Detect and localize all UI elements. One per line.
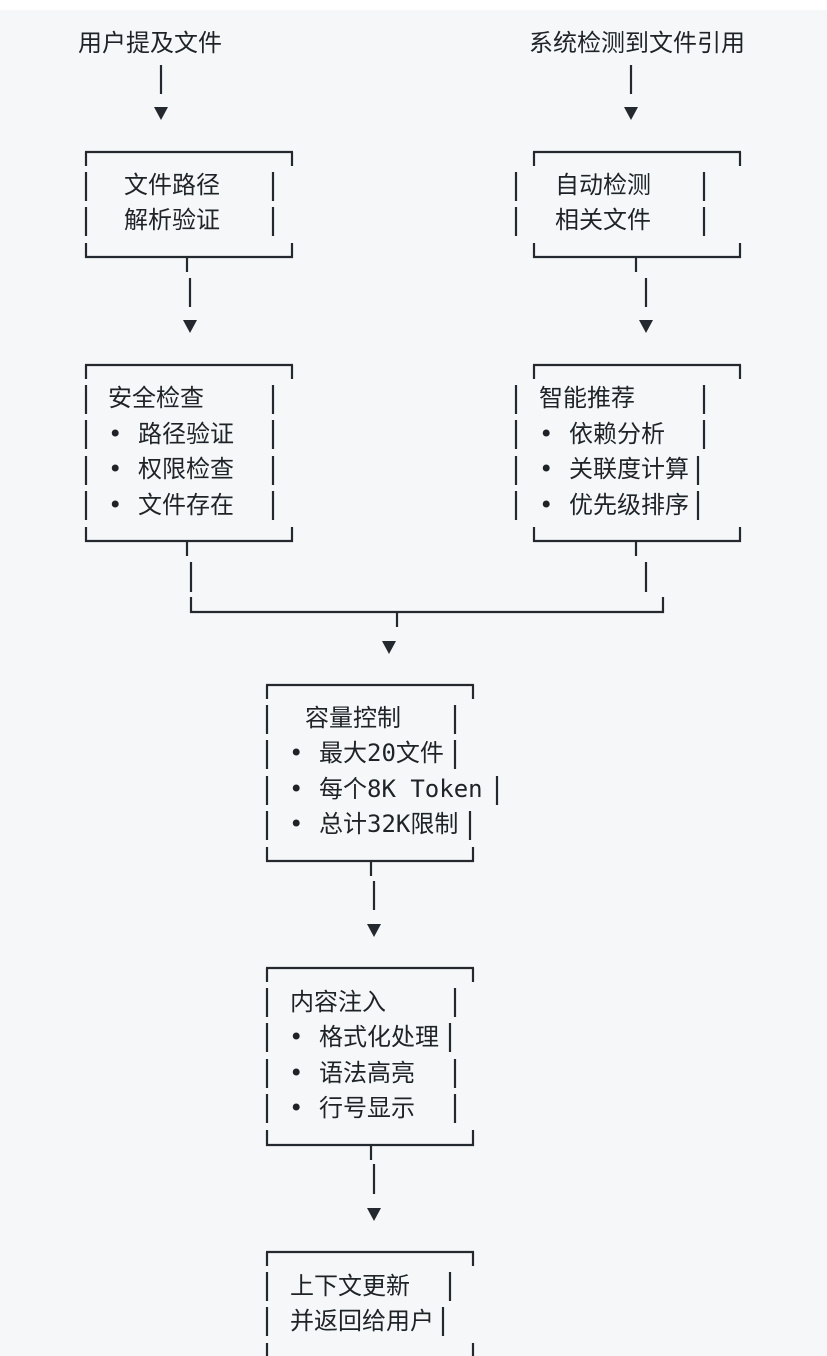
- arrow-down-icon: [183, 320, 197, 333]
- bullet-icon: •: [289, 810, 304, 838]
- list-item: •关联度计算: [539, 455, 689, 483]
- list-item: •总计32K限制: [289, 810, 459, 838]
- arrow-down-icon: [367, 1208, 381, 1221]
- node-parse-line: 解析验证: [124, 206, 220, 234]
- node-recommend-title: 智能推荐: [539, 384, 635, 412]
- list-item: •行号显示: [289, 1094, 415, 1122]
- node-autodetect-line: 自动检测: [555, 171, 651, 199]
- box-inject-border: [265, 966, 475, 1160]
- source-system-detect: 系统检测到文件引用: [529, 29, 745, 57]
- arrow-down-icon: [367, 924, 381, 937]
- arrow-down-icon: [154, 107, 168, 120]
- box-security-border: [84, 363, 294, 556]
- list-item: •依赖分析: [539, 420, 665, 448]
- bullet-icon: •: [289, 1094, 304, 1122]
- list-item: •最大20文件: [289, 739, 444, 767]
- bullet-icon: •: [289, 775, 304, 803]
- node-update-line: 上下文更新: [290, 1272, 410, 1300]
- box-update-border: [265, 1250, 475, 1356]
- list-item: •优先级排序: [539, 491, 689, 519]
- list-item: •路径验证: [108, 420, 234, 448]
- bullet-icon: •: [539, 491, 554, 519]
- merge-connector: [189, 562, 665, 627]
- bullet-icon: •: [289, 1023, 304, 1051]
- list-item: •每个8K Token: [289, 775, 483, 803]
- list-item: •格式化处理: [289, 1023, 439, 1051]
- node-update-line: 并返回给用户: [290, 1307, 434, 1335]
- arrow-down-icon: [639, 320, 653, 333]
- bullet-icon: •: [108, 455, 123, 483]
- box-recommend-border: [514, 363, 742, 556]
- box-autodetect-border: [514, 150, 742, 272]
- source-user-mention: 用户提及文件: [78, 29, 222, 57]
- node-security-title: 安全检查: [108, 384, 204, 412]
- list-item: •文件存在: [108, 491, 234, 519]
- node-autodetect-line: 相关文件: [555, 206, 651, 234]
- box-capacity-border: [265, 683, 499, 876]
- node-capacity-title: 容量控制: [305, 704, 401, 732]
- diagram-background: [0, 10, 827, 1356]
- box-parse-border: [84, 150, 294, 272]
- node-inject-title: 内容注入: [290, 988, 386, 1016]
- arrow-down-icon: [382, 641, 396, 654]
- bullet-icon: •: [289, 1059, 304, 1087]
- bullet-icon: •: [539, 420, 554, 448]
- arrow-down-icon: [624, 107, 638, 120]
- node-parse-line: 文件路径: [124, 171, 220, 199]
- list-item: •语法高亮: [289, 1059, 415, 1087]
- bullet-icon: •: [289, 739, 304, 767]
- bullet-icon: •: [539, 455, 554, 483]
- bullet-icon: •: [108, 420, 123, 448]
- bullet-icon: •: [108, 491, 123, 519]
- list-item: •权限检查: [108, 455, 234, 483]
